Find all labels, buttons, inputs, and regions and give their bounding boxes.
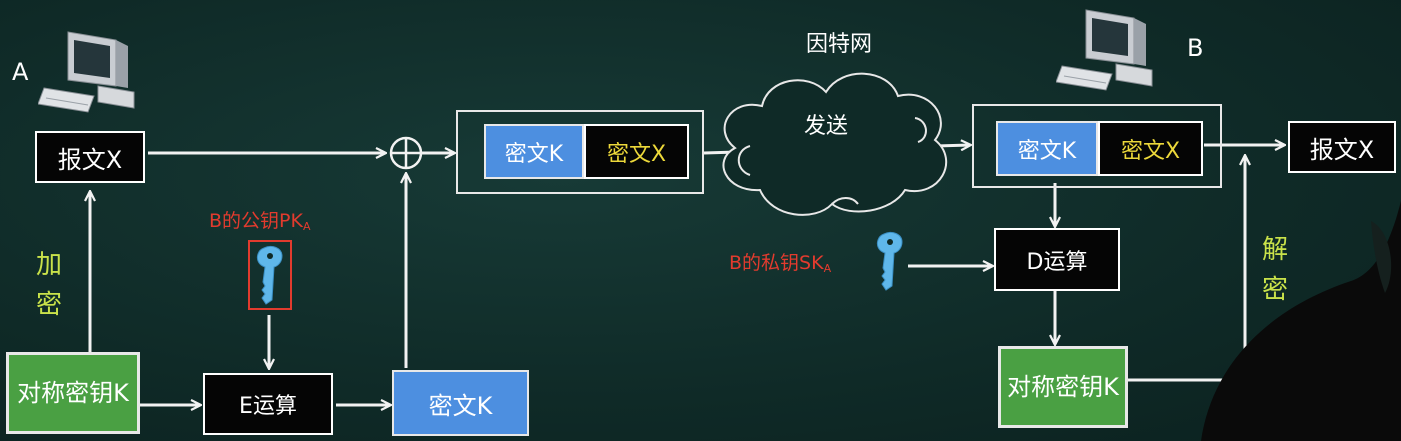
computer-icon [1056,9,1153,91]
e-operation-box: E运算 [203,373,333,435]
sender-symmetric-key-box: 对称密钥K [6,352,140,434]
receiver-packet-cipher-k: 密文K [996,121,1098,176]
public-key-label: B的公钥PKA [209,210,311,233]
d-operation-box: D运算 [994,228,1120,291]
decrypt-label-char-2: 密 [1261,275,1288,306]
encrypt-label-char-1: 加 [35,250,62,280]
presenter-silhouette [1201,201,1401,441]
cloud-icon [722,72,948,216]
internet-label: 因特网 [806,32,873,57]
receiver-packet-cipher-x: 密文X [1098,121,1203,176]
sender-packet-frame [456,110,704,194]
key-icon [876,231,903,291]
private-key-label: B的私钥SKA [729,252,832,275]
key-icon [256,245,283,305]
public-key-frame [248,240,292,310]
encrypt-label: 加 密 [34,245,64,326]
party-a-label: A [12,58,29,86]
computer-icon [38,31,135,113]
party-b-label: B [1187,34,1204,62]
sender-packet-cipher-x: 密文X [584,124,689,179]
xor-operator-icon [389,136,423,170]
receiver-packet-frame [972,104,1222,188]
sender-message-box: 报文X [35,131,145,183]
send-label: 发送 [804,114,849,139]
receiver-symmetric-key-box: 对称密钥K [998,346,1128,428]
receiver-message-box: 报文X [1288,121,1396,173]
sender-cipher-k-box: 密文K [392,370,529,436]
sender-packet-cipher-k: 密文K [484,124,584,179]
decrypt-label-char-1: 解 [1261,235,1288,265]
encrypt-label-char-2: 密 [35,290,62,321]
decrypt-label: 解 密 [1260,230,1290,311]
